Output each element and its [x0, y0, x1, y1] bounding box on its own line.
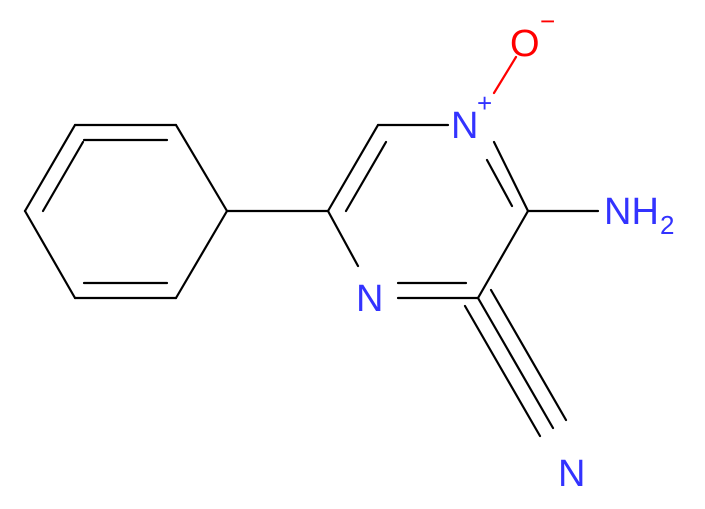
oxygen-label: O: [510, 23, 540, 65]
bond: [174, 123, 229, 213]
bond: [326, 209, 360, 268]
bond: [174, 209, 229, 300]
amino-subscript: 2: [660, 210, 674, 240]
oxygen-charge: −: [540, 6, 555, 36]
bond-inner: [344, 140, 388, 213]
n-oxide-charge: +: [477, 88, 492, 118]
ring-nitrogen-label: N: [356, 278, 383, 320]
nitrile-nitrogen-label: N: [558, 453, 585, 495]
bond-inner: [485, 158, 514, 208]
bond: [476, 209, 530, 300]
amino-label: NH: [604, 191, 659, 233]
bond: [23, 209, 77, 300]
bond: [23, 123, 77, 213]
nitrile-bond: [463, 288, 568, 438]
bond-inner: [41, 140, 85, 213]
pyrazine-ring: [326, 123, 530, 300]
phenyl-ring: [23, 123, 229, 300]
bond: [326, 123, 380, 213]
n-oxide-nitrogen-label: N: [451, 105, 478, 147]
bond-n-oxide: [492, 55, 518, 95]
bond: [492, 140, 530, 213]
bond: [489, 288, 568, 422]
bond: [476, 296, 555, 430]
bond: [463, 304, 542, 438]
